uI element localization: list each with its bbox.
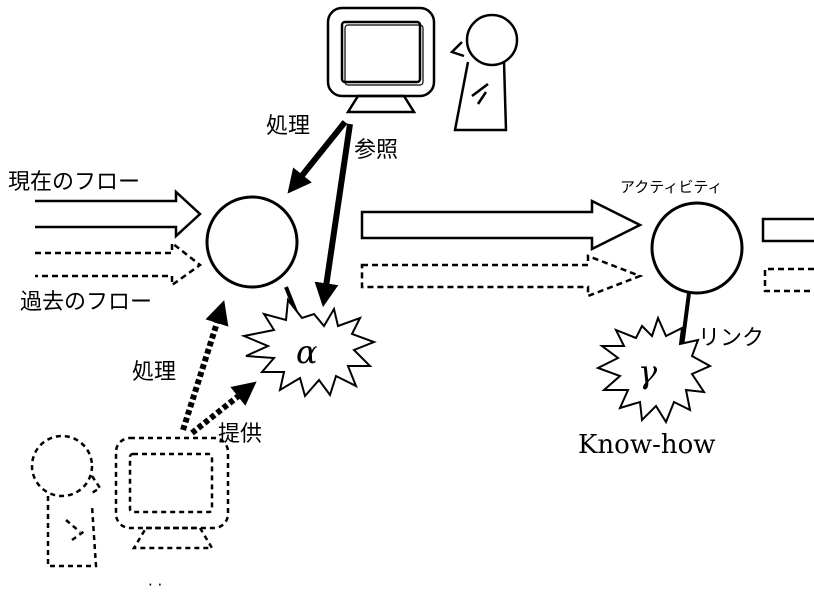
reference-label: 参照: [354, 138, 399, 163]
current-flow-arrow-right: [761, 217, 814, 243]
alpha-symbol: α: [296, 333, 318, 371]
provide-label: 提供: [218, 422, 263, 447]
activity-node-1: [205, 195, 299, 289]
process-arrow-bottom: [180, 300, 229, 431]
knowhow-burst-gamma: [595, 315, 713, 425]
knowhow-label: Know-how: [578, 430, 716, 460]
bottom-user-icon: [30, 434, 102, 568]
current-flow-arrow-middle: [360, 198, 643, 252]
activity-node-2: [650, 201, 744, 295]
process-arrow-top: [287, 120, 348, 194]
activity-label: アクティビティ: [620, 178, 723, 196]
reference-arrow-top: [314, 123, 353, 308]
current-flow-arrow-left: [35, 189, 202, 239]
past-flow-arrow-left: [35, 240, 203, 288]
link-label: リンク: [698, 326, 765, 351]
past-flow-label: 過去のフロー: [20, 290, 153, 315]
past-flow-arrow-right: [763, 267, 814, 293]
bottom-computer-icon: [114, 436, 230, 550]
gamma-symbol: γ: [638, 353, 658, 391]
knowhow-burst-alpha: [240, 297, 377, 399]
footnote-dots: · ·: [148, 576, 163, 594]
process-label-bottom: 処理: [132, 360, 177, 385]
past-flow-arrow-middle: [360, 254, 644, 298]
current-flow-label: 現在のフロー: [8, 170, 141, 195]
process-label-top: 処理: [266, 114, 311, 139]
provide-arrow-bottom: [190, 381, 257, 436]
top-computer-icon: [326, 6, 436, 114]
top-user-icon: [449, 13, 519, 132]
